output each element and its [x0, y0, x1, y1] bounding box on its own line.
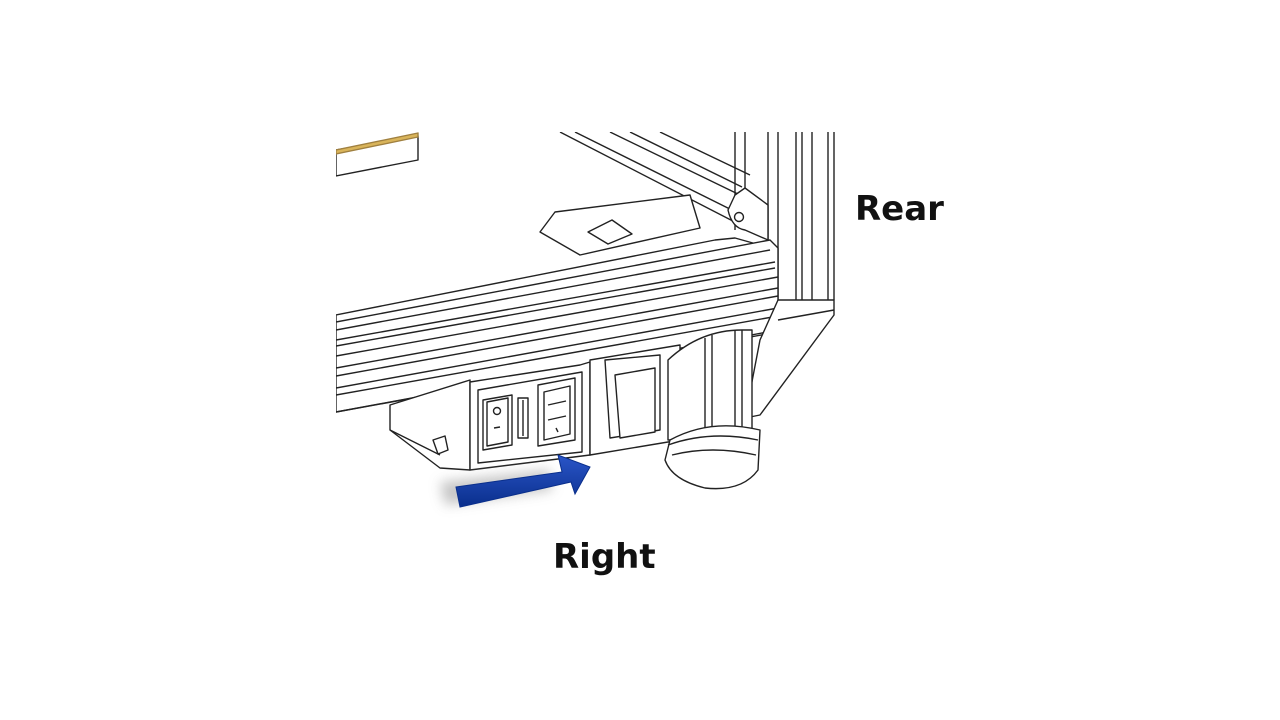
arrow-right-icon [440, 454, 591, 508]
right-label: Right [553, 537, 656, 577]
bed-edge-strip [336, 132, 419, 177]
power-switch-module [477, 371, 583, 464]
right-side-panel [744, 299, 835, 419]
rear-corner-post [727, 132, 835, 320]
printer-foot [589, 329, 761, 490]
rear-label: Rear [855, 189, 944, 229]
